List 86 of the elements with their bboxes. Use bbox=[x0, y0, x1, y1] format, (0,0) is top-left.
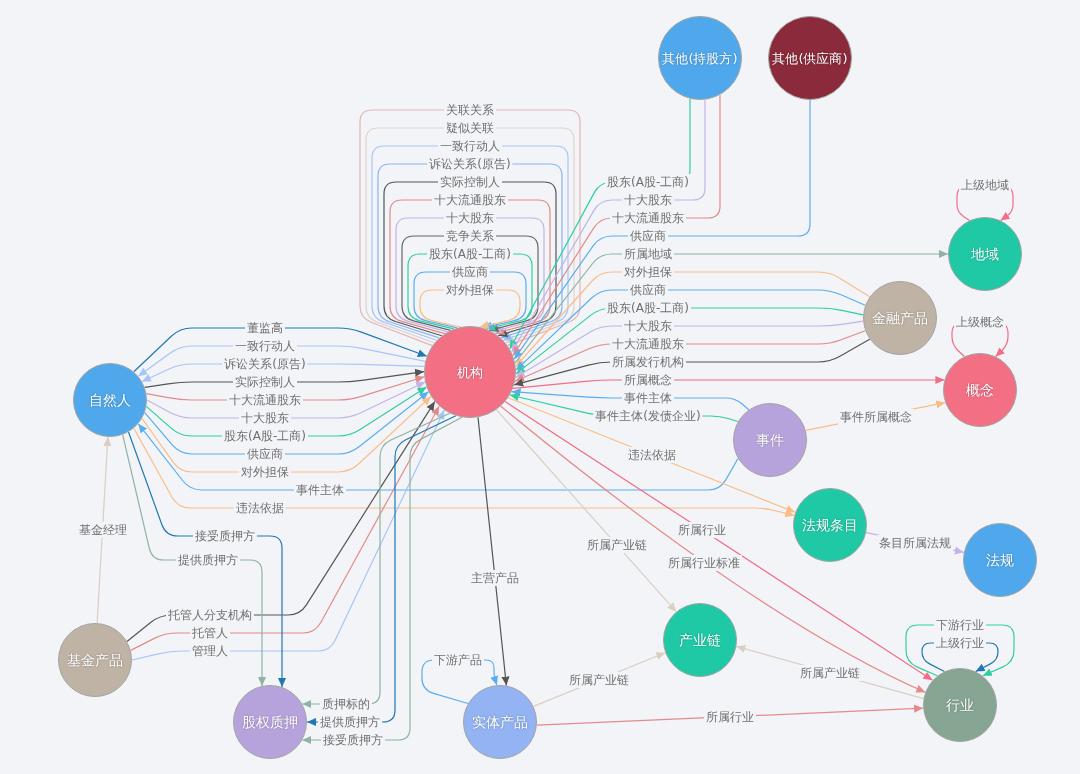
edge-label: 供应商 bbox=[628, 282, 668, 298]
node-circle: 机构 bbox=[424, 326, 516, 418]
edge-label: 提供质押方 bbox=[176, 552, 240, 568]
arrow bbox=[144, 391, 430, 455]
edge-label: 所属行业 bbox=[704, 708, 756, 725]
edge-label: 主营产品 bbox=[469, 570, 521, 587]
edge-label: 所属发行机构 bbox=[610, 354, 686, 370]
edge-label: 所属行业 bbox=[676, 522, 729, 538]
arrow bbox=[133, 427, 795, 518]
edge-label: 托管人分支机构 bbox=[166, 607, 254, 623]
edge-label: 下游行业 bbox=[934, 617, 986, 633]
edge-label: 所属产业链 bbox=[798, 664, 862, 681]
edge-label: 十大股东 bbox=[239, 410, 291, 426]
edge-label: 对外担保 bbox=[239, 464, 291, 480]
edge-label: 十大流通股东 bbox=[610, 336, 686, 352]
arrow bbox=[477, 416, 510, 687]
node-circle: 事件 bbox=[733, 403, 807, 477]
arrow bbox=[515, 289, 866, 371]
node-circle: 金融产品 bbox=[863, 281, 937, 355]
edge-label: 违法依据 bbox=[234, 500, 286, 516]
arrow bbox=[514, 249, 949, 364]
edge-label: 上级地域 bbox=[959, 177, 1011, 193]
edge-label: 股东(A股-工商) bbox=[222, 428, 308, 444]
edge-label: 十大流通股东 bbox=[227, 392, 303, 408]
arrow bbox=[96, 436, 112, 624]
node-circle: 其他(持股方) bbox=[658, 16, 742, 100]
edge-label: 违法依据 bbox=[625, 447, 678, 463]
edge-label: 下游产品 bbox=[432, 652, 484, 668]
node-circle: 行业 bbox=[923, 668, 997, 742]
edge-label: 上级行业 bbox=[934, 635, 986, 651]
edge-label: 事件主体(发债企业) bbox=[593, 408, 703, 424]
edge-label: 上级概念 bbox=[954, 314, 1006, 330]
edge-label: 托管人 bbox=[190, 625, 230, 641]
edge-label: 对外担保 bbox=[622, 264, 674, 280]
arrow bbox=[383, 181, 557, 337]
edge-label: 供应商 bbox=[628, 228, 668, 244]
edge-label: 对外担保 bbox=[444, 282, 496, 298]
node-circle: 基金产品 bbox=[58, 623, 132, 697]
edge-label: 关联关系 bbox=[444, 102, 496, 118]
edge-label: 提供质押方 bbox=[318, 714, 382, 730]
edge-label: 疑似关联 bbox=[444, 120, 496, 136]
edge-label: 实际控制人 bbox=[438, 174, 502, 190]
edge-label: 一致行动人 bbox=[233, 338, 297, 354]
edge-label: 供应商 bbox=[450, 264, 490, 280]
node-circle: 法规 bbox=[963, 523, 1037, 597]
arrow bbox=[513, 99, 811, 360]
edge-label: 竞争关系 bbox=[444, 228, 496, 244]
node-circle: 地域 bbox=[948, 217, 1022, 291]
edge-label: 接受质押方 bbox=[321, 732, 385, 748]
edge-label: 事件主体 bbox=[294, 482, 346, 498]
edge-label: 事件主体 bbox=[622, 390, 674, 406]
edge-label: 所属概念 bbox=[622, 372, 674, 388]
edge-label: 管理人 bbox=[190, 643, 230, 659]
edge-label: 股东(A股-工商) bbox=[605, 300, 691, 316]
node-circle: 其他(供应商) bbox=[768, 16, 852, 100]
edge-label: 接受质押方 bbox=[193, 528, 257, 544]
edge-label: 一致行动人 bbox=[438, 138, 502, 154]
edge-label: 诉讼关系(原告) bbox=[427, 156, 513, 172]
edge-label: 董监高 bbox=[245, 320, 285, 336]
edge-label: 条目所属法规 bbox=[877, 534, 953, 551]
node-circle: 自然人 bbox=[73, 363, 147, 437]
edge-label: 诉讼关系(原告) bbox=[222, 356, 308, 372]
edge-label: 十大股东 bbox=[622, 192, 674, 208]
edge-label: 基金经理 bbox=[76, 522, 129, 538]
edge-label: 质押标的 bbox=[320, 696, 372, 712]
edge-label: 实际控制人 bbox=[233, 374, 297, 390]
edge-label: 股东(A股-工商) bbox=[427, 246, 513, 262]
arrow bbox=[395, 217, 545, 334]
arrow bbox=[495, 409, 677, 613]
edge-label: 事件所属概念 bbox=[837, 408, 914, 425]
edge-label: 十大股东 bbox=[444, 210, 496, 226]
node-circle: 实体产品 bbox=[463, 685, 537, 759]
node-circle: 概念 bbox=[943, 353, 1017, 427]
edge-label: 十大股东 bbox=[622, 318, 674, 334]
node-circle: 股权质押 bbox=[233, 685, 307, 759]
node-circle: 法规条目 bbox=[793, 488, 867, 562]
edge-label: 所属地域 bbox=[622, 246, 674, 262]
edge-label: 所属行业标准 bbox=[666, 554, 743, 571]
edge-label: 股东(A股-工商) bbox=[605, 174, 691, 190]
node-circle: 产业链 bbox=[663, 603, 737, 677]
edge-label: 十大流通股东 bbox=[610, 210, 686, 226]
arrow bbox=[137, 423, 739, 491]
edge-label: 所属产业链 bbox=[584, 537, 649, 553]
edge-label: 供应商 bbox=[245, 446, 285, 462]
edge-label: 所属产业链 bbox=[567, 671, 632, 688]
edge-label: 十大流通股东 bbox=[432, 192, 508, 208]
